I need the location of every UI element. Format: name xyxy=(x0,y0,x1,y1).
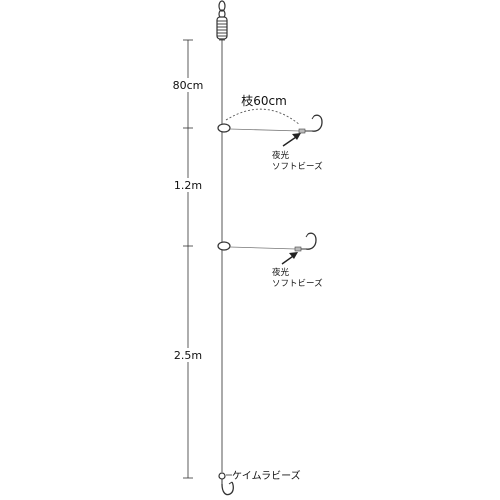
arrow-icon xyxy=(282,133,301,147)
bead-label-line2: ソフトビーズ xyxy=(272,278,323,289)
arrow-icon xyxy=(281,252,298,265)
hook-icon xyxy=(311,114,323,132)
branch-1 xyxy=(217,114,323,134)
hook-icon xyxy=(221,481,234,496)
hook-icon xyxy=(305,232,317,250)
branch-bead-icon xyxy=(217,123,231,133)
bead-label-line1: 夜光 xyxy=(272,150,290,161)
dimension-top-label: 80cm xyxy=(173,79,204,92)
dimension-line xyxy=(183,39,193,479)
branch-bead-icon xyxy=(217,241,231,251)
branch-length-arc xyxy=(225,108,301,126)
bead-label-line2: ソフトビーズ xyxy=(272,161,323,172)
bottom-bead-icon xyxy=(218,472,226,480)
glow-bead-icon xyxy=(298,128,306,134)
bottom-bead-label: ケイムラビーズ xyxy=(232,469,301,482)
branch-length-label: 枝60cm xyxy=(241,93,287,108)
bottom-rig xyxy=(218,472,234,496)
swivel-icon xyxy=(216,0,228,40)
bead-label-line1: 夜光 xyxy=(272,267,290,278)
branch-2 xyxy=(217,232,317,252)
dimension-middle-label: 1.2m xyxy=(174,179,202,192)
glow-bead-icon xyxy=(294,246,302,252)
dimension-bottom-label: 2.5m xyxy=(174,349,202,362)
